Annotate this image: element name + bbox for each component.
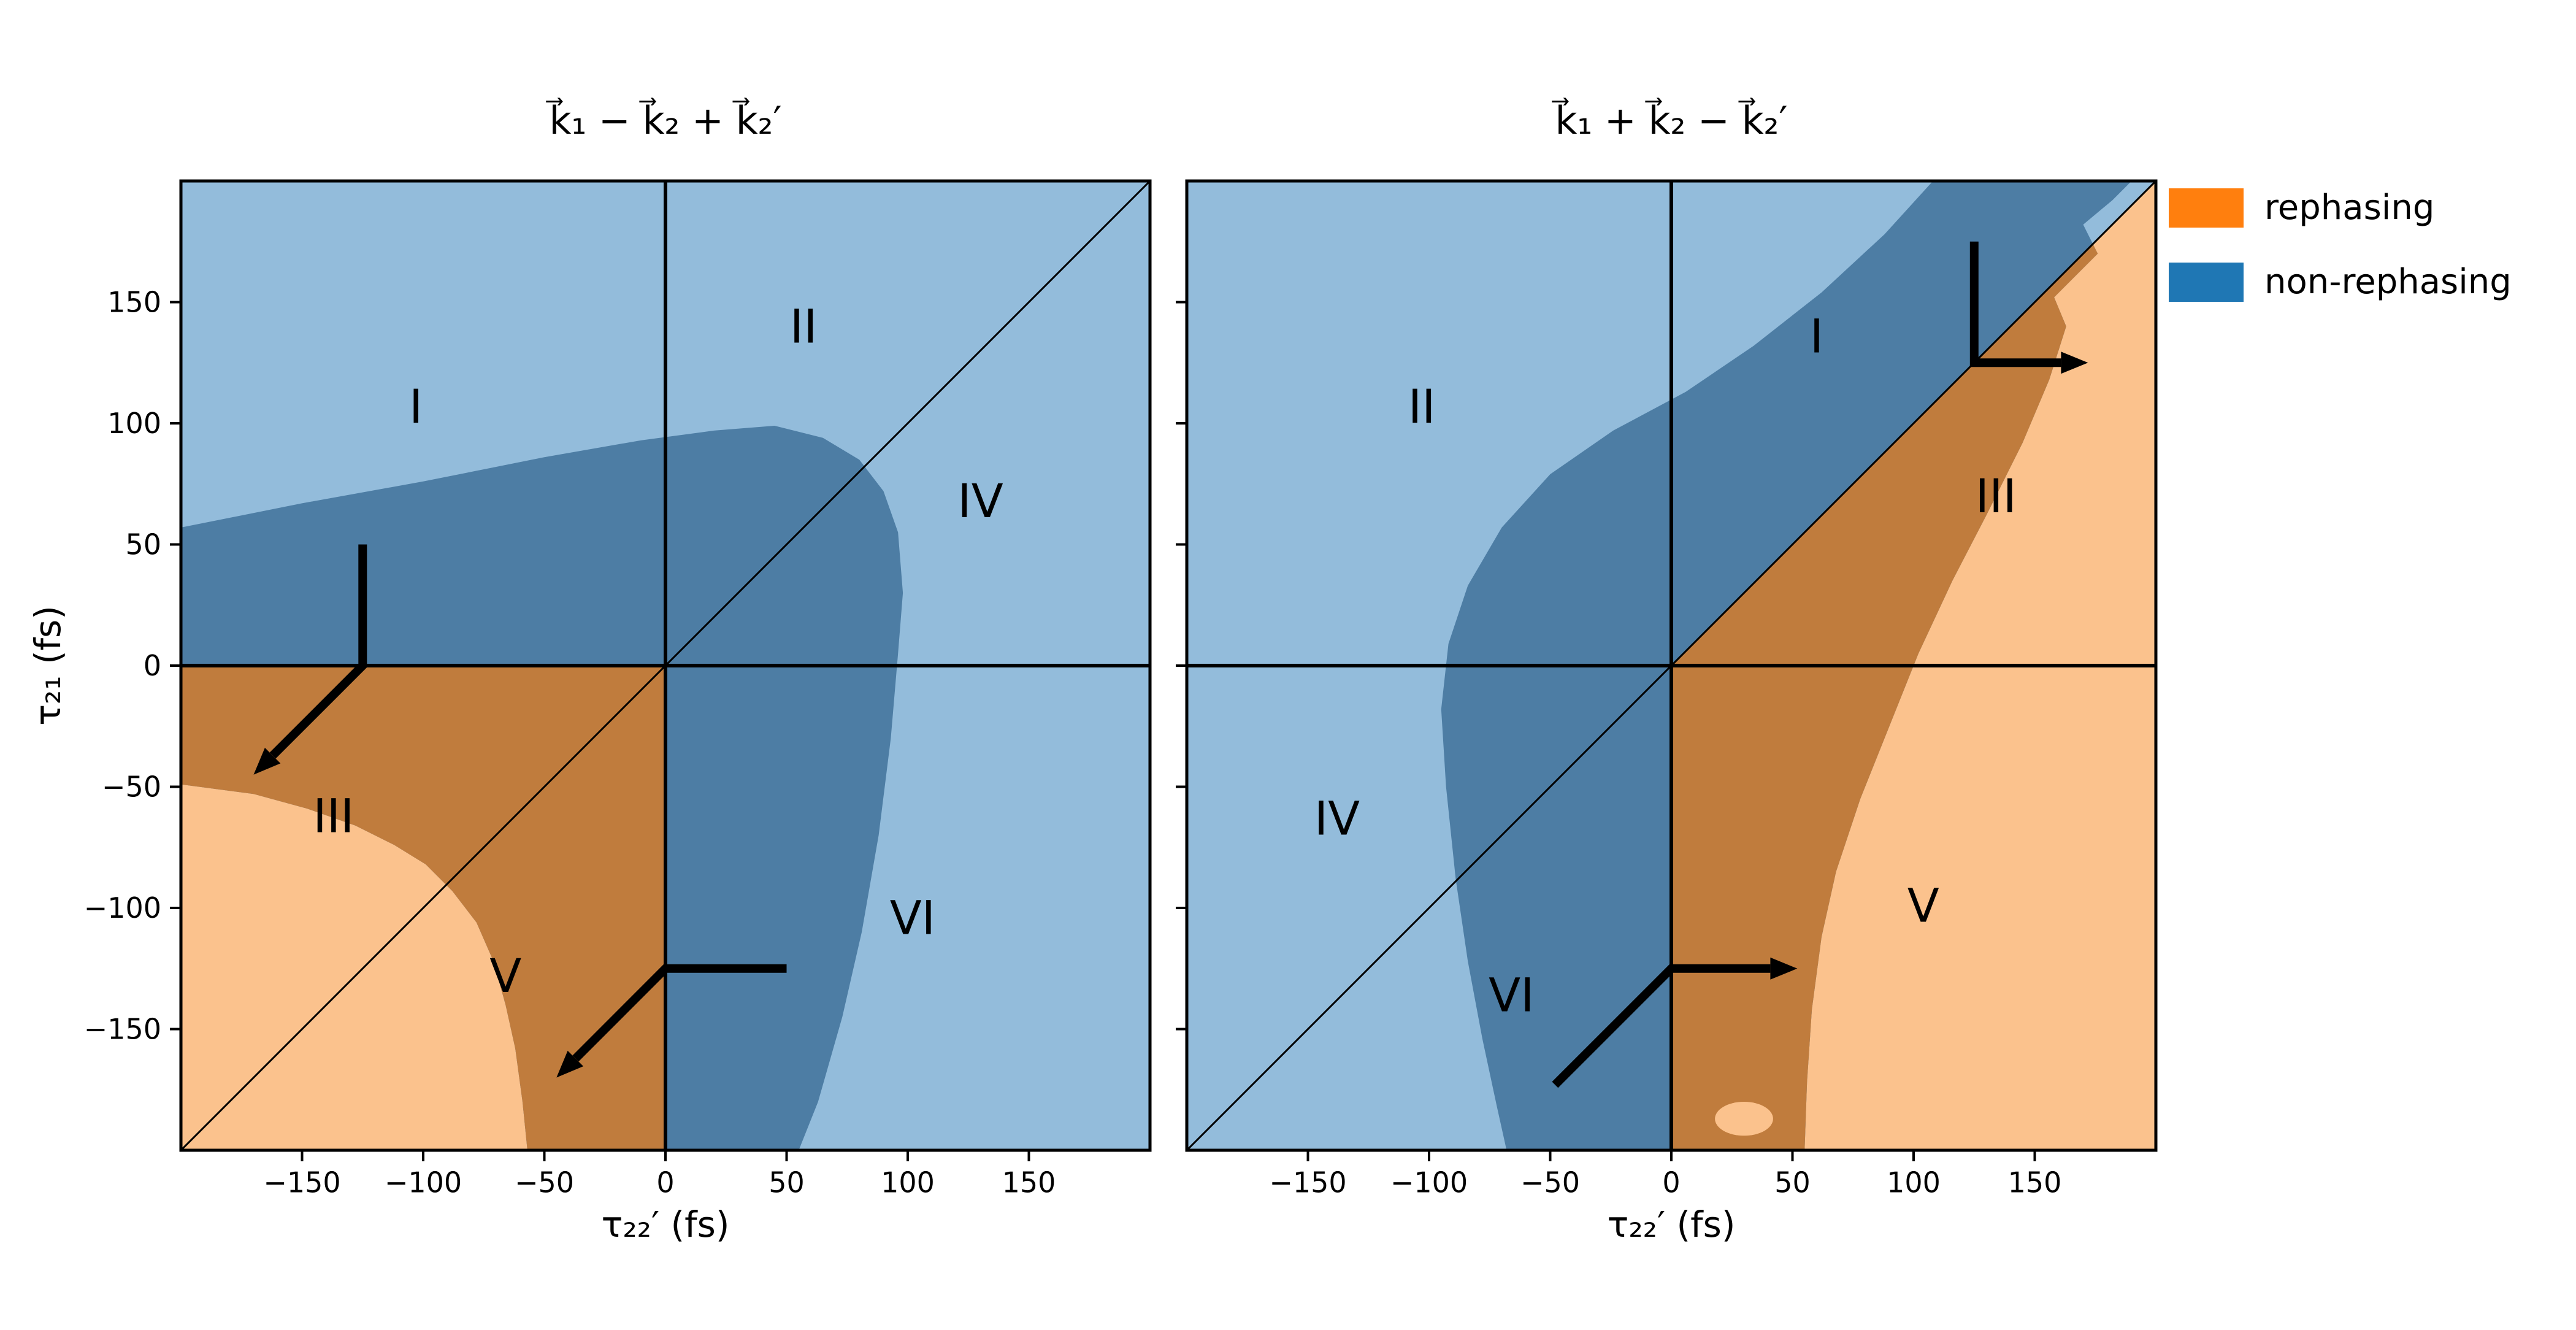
arrow-head [1770,957,1798,980]
y-tick-label: 50 [125,528,161,561]
region-label-II: II [1408,379,1436,434]
region-label-III: III [313,788,354,843]
y-tick-label: −100 [84,891,161,924]
legend-label-rephasing: rephasing [2264,188,2435,228]
pulse-sequence-arrow [572,964,787,1062]
y-tick-label: 100 [107,407,161,440]
x-tick-label: −150 [263,1166,340,1199]
contour-island [1715,1102,1773,1136]
pulse-sequence-arrow [1552,964,1771,1088]
x-tick-label: 100 [881,1166,935,1199]
region-label-II: II [790,299,818,354]
panel-left-title: k⃗₁ − k⃗₂ + k⃗₂′ [549,98,782,143]
region-label-III: III [1976,469,2017,523]
region-label-V: V [1907,878,1939,933]
region-label-V: V [489,948,521,1003]
legend-label-non-rephasing: non-rephasing [2264,262,2512,302]
region-label-IV: IV [1314,791,1360,845]
pulse-sequence-arrow [1969,241,2061,367]
x-tick-label: −150 [1269,1166,1346,1199]
x-tick-label: 50 [1774,1166,1811,1199]
arrow-head [556,1050,584,1078]
x-axis-label-right: τ₂₂′ (fs) [1607,1204,1736,1245]
y-tick-label: −50 [102,771,161,804]
x-tick-label: 150 [2008,1166,2062,1199]
x-tick-label: −100 [385,1166,462,1199]
region-label-VI: VI [1489,968,1534,1023]
legend-swatch-non-rephasing [2169,262,2244,302]
region-label-I: I [409,379,423,434]
panel-right-title: k⃗₁ + k⃗₂ − k⃗₂′ [1555,98,1788,143]
y-tick-label: 0 [144,649,161,682]
legend: rephasing non-rephasing [2169,188,2512,302]
x-axis-label-left: τ₂₂′ (fs) [601,1204,730,1245]
x-tick-label: 0 [1662,1166,1680,1199]
x-tick-label: 150 [1002,1166,1056,1199]
region-label-I: I [1810,309,1823,363]
region-label-VI: VI [890,890,935,945]
y-axis-label: τ₂₁ (fs) [27,605,69,726]
arrow-head [2061,352,2088,374]
x-tick-label: −100 [1390,1166,1468,1199]
x-tick-label: 0 [656,1166,674,1199]
legend-swatch-rephasing [2169,188,2244,228]
y-tick-label: 150 [107,286,161,319]
region-label-IV: IV [957,474,1003,528]
arrow-head [253,747,281,775]
legend-item-non-rephasing: non-rephasing [2169,262,2512,302]
x-tick-label: 100 [1887,1166,1941,1199]
pulse-sequence-arrow [269,544,367,759]
y-tick-label: −150 [84,1013,161,1046]
panel-left: IIIIVIIIVVI−150−150−100−100−50−500050501… [84,179,1152,1199]
x-tick-label: −50 [1520,1166,1580,1199]
legend-item-rephasing: rephasing [2169,188,2512,228]
x-tick-label: 50 [769,1166,805,1199]
x-tick-label: −50 [515,1166,574,1199]
